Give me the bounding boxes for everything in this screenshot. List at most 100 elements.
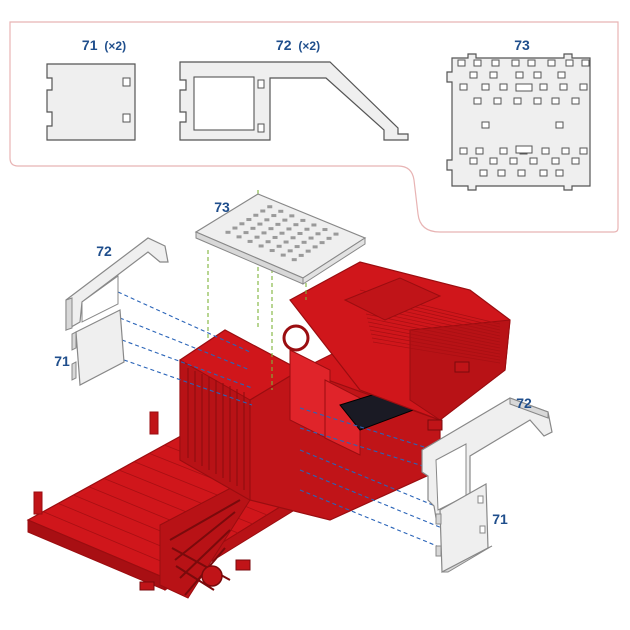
legend-73-hole bbox=[489, 71, 498, 79]
guide-line-blue bbox=[299, 449, 441, 509]
exploded-73-hole bbox=[319, 241, 325, 245]
hood-grill-line bbox=[370, 333, 501, 358]
legend-73-slot bbox=[515, 83, 533, 92]
hood-grill-line bbox=[372, 341, 501, 364]
legend-qty-72: (×2) bbox=[298, 39, 320, 53]
exploded-73-hole bbox=[282, 218, 288, 222]
bed-plank-line bbox=[43, 511, 180, 570]
exploded-73-hole bbox=[272, 235, 278, 239]
legend-73-hole bbox=[559, 83, 568, 91]
exploded-73-hole bbox=[287, 249, 293, 253]
exploded-73-hole bbox=[260, 209, 266, 213]
exploded-73-hole bbox=[304, 227, 310, 231]
exploded-73-hole bbox=[243, 231, 249, 235]
exploded-73-hole bbox=[247, 239, 253, 243]
exploded-73-hole bbox=[254, 235, 260, 239]
legend-73-hole bbox=[479, 169, 488, 177]
exploded-73-hole bbox=[253, 213, 259, 217]
legend-73-hole bbox=[481, 121, 490, 129]
exploded-73-hole bbox=[291, 258, 297, 262]
legend-73-hole bbox=[533, 71, 542, 79]
legend-73-hole bbox=[555, 121, 564, 129]
callout-72-right: 72 bbox=[516, 395, 532, 411]
guide-line-blue bbox=[121, 339, 253, 389]
exploded-73-hole bbox=[279, 231, 285, 235]
legend-id-72: 72 bbox=[276, 37, 292, 53]
legend-73-hole bbox=[555, 169, 564, 177]
vehicle-seat-slats bbox=[187, 368, 245, 490]
guide-line-blue bbox=[119, 317, 251, 371]
exploded-part-73-holes bbox=[225, 205, 339, 262]
legend-73-hole bbox=[565, 59, 574, 67]
legend-73-hole bbox=[459, 83, 468, 91]
legend-73-hole bbox=[459, 147, 468, 155]
hood-grill-line bbox=[367, 321, 501, 349]
exploded-73-hole bbox=[225, 230, 231, 234]
legend-73-hole bbox=[579, 83, 588, 91]
hood-grill-line bbox=[368, 325, 501, 352]
legend-73-hole bbox=[581, 59, 590, 67]
exploded-73-hole bbox=[315, 232, 321, 236]
legend-73-hole bbox=[557, 71, 566, 79]
legend-73-hole bbox=[469, 157, 478, 165]
legend-label-71: 71 (×2) bbox=[82, 37, 126, 53]
legend-73-hole bbox=[551, 157, 560, 165]
legend-73-hole bbox=[529, 157, 538, 165]
guide-line-blue bbox=[123, 359, 253, 406]
legend-73-hole bbox=[513, 97, 522, 105]
callout-71-right: 71 bbox=[492, 511, 508, 527]
legend-73-hole bbox=[499, 83, 508, 91]
legend-id-71: 71 bbox=[82, 37, 98, 53]
legend-73-hole bbox=[473, 59, 482, 67]
legend-qty-71: (×2) bbox=[104, 39, 126, 53]
exploded-73-hole bbox=[293, 223, 299, 227]
legend-73-hole bbox=[539, 83, 548, 91]
exploded-73-hole bbox=[265, 240, 271, 244]
guide-line-blue bbox=[299, 407, 441, 453]
hood-grill-line bbox=[369, 329, 501, 355]
exploded-73-hole bbox=[300, 218, 306, 222]
hood-grill-line bbox=[366, 317, 501, 346]
callout-73: 73 bbox=[214, 199, 230, 215]
legend-73-hole bbox=[547, 59, 556, 67]
exploded-part-72-right bbox=[421, 397, 553, 519]
exploded-part-71-right bbox=[435, 482, 493, 573]
legend-73-hole bbox=[473, 97, 482, 105]
exploded-73-hole bbox=[326, 236, 332, 240]
legend-73-hole bbox=[489, 157, 498, 165]
exploded-73-hole bbox=[250, 226, 256, 230]
vehicle-truss bbox=[139, 477, 251, 599]
exploded-73-hole bbox=[312, 245, 318, 249]
legend-73-hole bbox=[527, 59, 536, 67]
exploded-part-73 bbox=[194, 193, 367, 285]
legend-part-73 bbox=[446, 53, 591, 191]
exploded-73-hole bbox=[297, 232, 303, 235]
exploded-73-hole bbox=[286, 227, 292, 231]
legend-73-hole bbox=[511, 59, 520, 67]
legend-73-hole bbox=[533, 97, 542, 105]
legend-73-hole bbox=[539, 169, 548, 177]
legend-73-hole bbox=[541, 147, 550, 155]
exploded-part-72-left bbox=[65, 237, 169, 332]
legend-73-hole bbox=[481, 83, 490, 91]
exploded-73-hole bbox=[239, 222, 245, 226]
exploded-73-hole bbox=[258, 244, 264, 248]
exploded-73-hole bbox=[268, 227, 274, 231]
legend-73-hole bbox=[551, 97, 560, 105]
legend-73-hole bbox=[491, 59, 500, 67]
exploded-73-hole bbox=[278, 209, 284, 213]
exploded-73-hole bbox=[264, 218, 270, 222]
exploded-73-hole bbox=[267, 205, 273, 209]
legend-73-hole bbox=[515, 71, 524, 79]
legend-id-73: 73 bbox=[514, 37, 530, 53]
legend-73-hole bbox=[509, 157, 518, 165]
legend-label-73: 73 bbox=[514, 37, 530, 53]
guide-line-blue bbox=[299, 489, 443, 549]
exploded-73-hole bbox=[275, 222, 281, 226]
exploded-73-hole bbox=[271, 214, 277, 218]
exploded-part-71-left bbox=[71, 309, 125, 386]
legend-part-73-holes bbox=[457, 59, 590, 177]
exploded-73-hole bbox=[311, 223, 317, 227]
guide-line-blue bbox=[117, 291, 251, 353]
exploded-73-hole bbox=[305, 249, 311, 253]
